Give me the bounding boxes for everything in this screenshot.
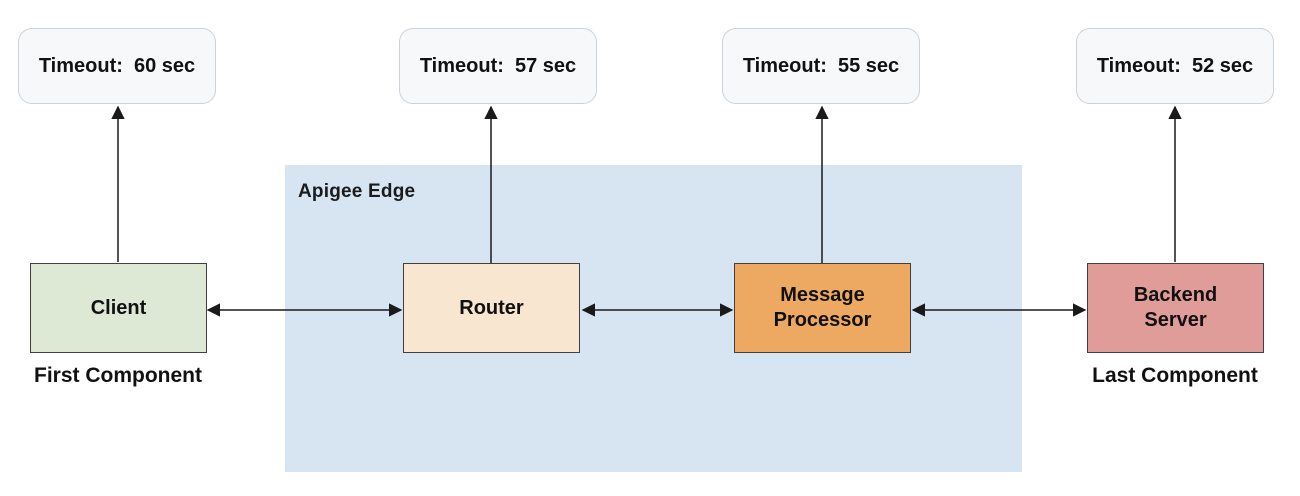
router-box: Router xyxy=(403,263,580,353)
client-box: Client xyxy=(30,263,207,353)
apigee-edge-region-label: Apigee Edge xyxy=(298,181,416,202)
apigee-edge-region: Apigee Edge xyxy=(285,165,1022,472)
message-processor-box-label: Message Processor xyxy=(773,284,872,331)
backend-server-box: Backend Server xyxy=(1087,263,1264,353)
timeout-callout-client-label: Timeout: 60 sec xyxy=(38,54,196,77)
timeout-callout-backend: Timeout: 52 sec xyxy=(1076,28,1274,104)
last-component-caption: Last Component xyxy=(1092,364,1258,387)
timeout-callout-router-label: Timeout: 57 sec xyxy=(419,54,577,77)
router-box-label: Router xyxy=(459,296,524,319)
client-box-label: Client xyxy=(90,296,147,319)
message-processor-box: Message Processor xyxy=(734,263,911,353)
timeout-callout-backend-label: Timeout: 52 sec xyxy=(1096,54,1254,77)
timeout-callout-message-processor: Timeout: 55 sec xyxy=(722,28,920,104)
timeout-callout-client: Timeout: 60 sec xyxy=(18,28,216,104)
timeout-callout-message-processor-label: Timeout: 55 sec xyxy=(742,54,900,77)
backend-server-box-label: Backend Server xyxy=(1133,284,1218,331)
first-component-caption: First Component xyxy=(34,364,202,387)
timeout-callout-router: Timeout: 57 sec xyxy=(399,28,597,104)
